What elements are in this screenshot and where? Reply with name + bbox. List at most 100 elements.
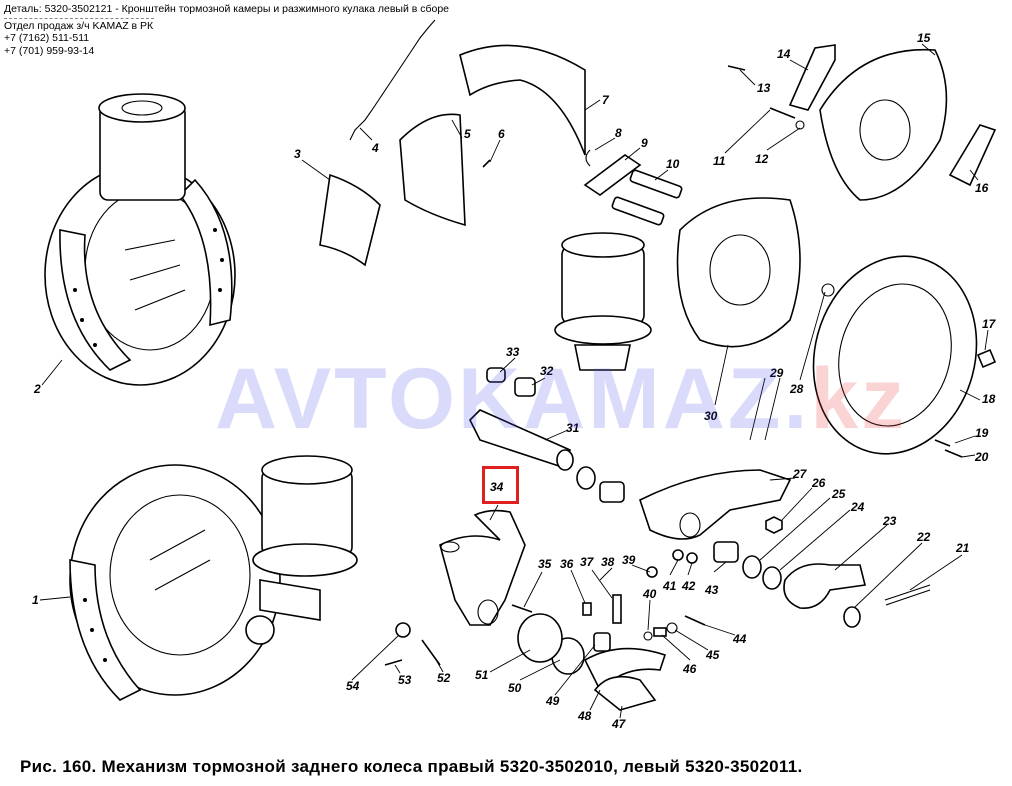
- bolt-53: [384, 659, 403, 666]
- seal-ring: [576, 466, 596, 490]
- phone-1: +7 (7162) 511-511: [4, 32, 90, 44]
- label-12: 12: [755, 152, 769, 166]
- label-20: 20: [974, 450, 989, 464]
- label-21: 21: [955, 541, 970, 555]
- bolt-20: [944, 449, 963, 458]
- washer-12: [795, 120, 805, 130]
- anchor-pin-upper: [629, 169, 683, 199]
- label-48: 48: [577, 709, 592, 723]
- brake-lining: [319, 173, 381, 267]
- brake-assembly-lower: [69, 455, 358, 701]
- nut-54: [395, 622, 411, 638]
- label-35: 35: [538, 557, 552, 571]
- header: Деталь: 5320-3502121 - Кронштейн тормозн…: [4, 3, 449, 57]
- label-51: 51: [475, 668, 489, 682]
- part-labels: 1 2 3 4 5 6 7 8 9 10 11 12 13 14 15 16 1…: [32, 31, 997, 731]
- highlight-box: [482, 466, 519, 504]
- label-28: 28: [789, 382, 804, 396]
- bracket-16: [948, 124, 997, 187]
- adjuster-body-48: [593, 675, 657, 711]
- part-title: Деталь: 5320-3502121 - Кронштейн тормозн…: [4, 3, 450, 15]
- label-26: 26: [811, 476, 826, 490]
- label-31: 31: [566, 421, 580, 435]
- label-18: 18: [982, 392, 996, 406]
- return-spring: [349, 19, 436, 141]
- sales-department: Отдел продаж з/ч KAMAZ в РК: [4, 19, 154, 32]
- label-3: 3: [294, 147, 301, 161]
- lock-plate: [583, 154, 642, 196]
- label-19: 19: [975, 426, 989, 440]
- label-49: 49: [545, 694, 560, 708]
- label-44: 44: [732, 632, 747, 646]
- label-10: 10: [666, 157, 680, 171]
- brake-shoe-rear: [459, 44, 586, 156]
- label-54: 54: [346, 679, 360, 693]
- chamber-bracket-34: [439, 509, 526, 626]
- label-43: 43: [704, 583, 719, 597]
- watermark-accent: kz: [810, 351, 908, 447]
- grease-fitting-36: [582, 602, 592, 616]
- label-45: 45: [705, 648, 720, 662]
- label-30: 30: [704, 409, 718, 423]
- worm-49: [593, 632, 611, 652]
- label-11: 11: [713, 154, 726, 168]
- label-53: 53: [398, 673, 412, 687]
- anchor-pin-lower: [611, 196, 665, 226]
- washer-28: [821, 283, 835, 297]
- watermark: AVTOKAMAZ.kz: [215, 350, 907, 449]
- label-14: 14: [777, 47, 791, 61]
- label-4: 4: [371, 141, 379, 155]
- label-1: 1: [32, 593, 39, 607]
- label-47: 47: [611, 717, 627, 731]
- pin-37: [612, 594, 622, 624]
- label-8: 8: [615, 126, 622, 140]
- label-29: 29: [769, 366, 784, 380]
- label-40: 40: [642, 587, 657, 601]
- bushing-32: [514, 377, 536, 397]
- label-2: 2: [33, 382, 41, 396]
- label-42: 42: [681, 579, 696, 593]
- label-7: 7: [602, 93, 610, 107]
- label-39: 39: [622, 553, 636, 567]
- washer-22: [843, 606, 861, 628]
- bolt-11: [769, 107, 796, 119]
- bolt-44: [684, 615, 706, 626]
- brake-chamber: [554, 232, 652, 371]
- label-23: 23: [882, 514, 897, 528]
- label-5: 5: [464, 127, 471, 141]
- washer-24: [762, 566, 782, 590]
- label-25: 25: [831, 487, 846, 501]
- slack-adjuster: [783, 563, 866, 609]
- label-46: 46: [682, 662, 697, 676]
- label-41: 41: [662, 579, 677, 593]
- label-33: 33: [506, 345, 520, 359]
- label-17: 17: [982, 317, 997, 331]
- flange-51: [517, 613, 563, 663]
- brake-shoe-front: [399, 113, 466, 227]
- label-27: 27: [792, 467, 808, 481]
- plug: [976, 348, 997, 369]
- label-38: 38: [601, 555, 615, 569]
- nut-26: [765, 516, 783, 534]
- brake-anchor-plate: [676, 197, 801, 348]
- dust-shield: [812, 255, 978, 455]
- bushing-center: [599, 481, 625, 503]
- label-22: 22: [916, 530, 931, 544]
- header-divider: [4, 17, 154, 19]
- shoe-pin: [482, 159, 491, 168]
- lock-ring: [585, 149, 591, 167]
- bushing-43: [713, 541, 739, 563]
- nut-41: [672, 549, 684, 561]
- bolt-13: [727, 65, 746, 71]
- watermark-main: AVTOKAMAZ.: [215, 351, 811, 447]
- washer-45: [666, 622, 678, 634]
- spring-46: [653, 627, 667, 637]
- washer-42: [686, 552, 698, 564]
- figure-caption: Рис. 160. Механизм тормозной заднего кол…: [20, 757, 803, 776]
- bolt-19: [934, 439, 951, 447]
- label-36: 36: [560, 557, 574, 571]
- label-34: 34: [490, 480, 504, 494]
- label-50: 50: [508, 681, 522, 695]
- label-9: 9: [641, 136, 648, 150]
